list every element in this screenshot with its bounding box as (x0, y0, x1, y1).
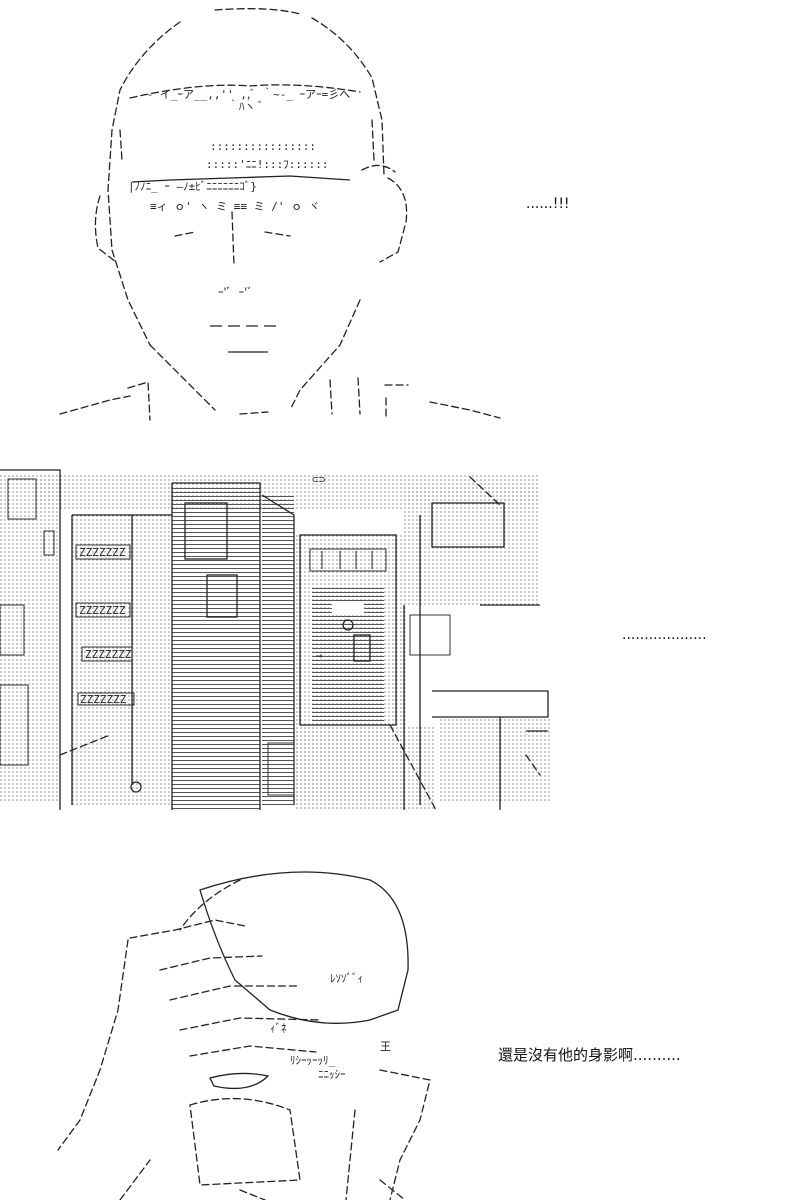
door-marker: ⊂⊃ (312, 473, 326, 486)
street-art: ZZZZZZZ ZZZZZZZ ZZZZZZZ ZZZZZZZ ⇒ ⊂⊃ (0, 469, 550, 811)
svg-text:|ﾉﾉﾆ_ ｰ ―ﾉ±ﾋﾞﾆﾆﾆﾆﾆﾆｺﾞ}: |ﾉﾉﾆ_ ｰ ―ﾉ±ﾋﾞﾆﾆﾆﾆﾆﾆｺﾞ} (128, 180, 257, 193)
panel-head-in-hands: ﾚｿｿﾞﾞｨ ｨﾞﾈ ﾘｼｰｯｰｯﾘ_ ﾆﾆｯｼｰ 王 還是沒有他的身影啊...… (0, 860, 800, 1200)
panel-face-closeup: ‐- イ_ｰア__,,'' ,,ﾞ ｀~-_ ｰアｰ=彡へ ｀ﾊヽ ﾞ ::::… (0, 0, 800, 430)
svg-text:ZZZZZZZ: ZZZZZZZ (79, 604, 126, 617)
svg-text:::::::::::::::::: :::::::::::::::: (210, 140, 316, 153)
panel-street-scene: ZZZZZZZ ZZZZZZZ ZZZZZZZ ZZZZZZZ ⇒ ⊂⊃ (0, 455, 800, 825)
hairline-text: ‐- イ_ｰア__,,'' ,,ﾞ ｀~-_ ｰアｰ=彡へ (140, 86, 350, 101)
caption-no-sign-of-him: 還是沒有他的身影啊.......... (498, 1046, 681, 1064)
svg-text:ZZZZZZZ: ZZZZZZZ (80, 693, 127, 706)
svg-text:ｨﾞﾈ: ｨﾞﾈ (270, 1022, 287, 1035)
svg-text:王: 王 (380, 1040, 391, 1053)
svg-text:⇒: ⇒ (316, 649, 323, 662)
face-art: ‐- イ_ｰア__,,'' ,,ﾞ ｀~-_ ｰアｰ=彡へ ｀ﾊヽ ﾞ ::::… (59, 8, 501, 421)
svg-text:ﾘｼｰｯｰｯﾘ_: ﾘｼｰｯｰｯﾘ_ (290, 1054, 335, 1067)
svg-text:｀ﾊヽ ﾞ: ｀ﾊヽ ﾞ (228, 98, 263, 113)
svg-text:ﾚｿｿﾞﾞｨ: ﾚｿｿﾞﾞｨ (330, 972, 363, 985)
svg-text:ZZZZZZZ: ZZZZZZZ (85, 648, 132, 661)
caption-dots: ................... (622, 627, 707, 643)
svg-text:ZZZZZZZ: ZZZZZZZ (79, 546, 126, 559)
svg-text:ﾆﾆｯｼｰ: ﾆﾆｯｼｰ (318, 1068, 346, 1081)
svg-text::::::'ﾆﾆ!:::ﾌ::::::: :::::'ﾆﾆ!:::ﾌ:::::: (206, 158, 328, 171)
eyes: ≡ィ ｏ' ヽ ミ ≡≡ ミ /' ｏ ヾ (150, 200, 320, 213)
figure-art: ﾚｿｿﾞﾞｨ ｨﾞﾈ ﾘｼｰｯｰｯﾘ_ ﾆﾆｯｼｰ 王 (57, 871, 431, 1200)
caption-exclamation: ......!!! (526, 196, 570, 212)
nose-art: ｰ'ﾞ ｰ'ﾞ (218, 286, 253, 299)
